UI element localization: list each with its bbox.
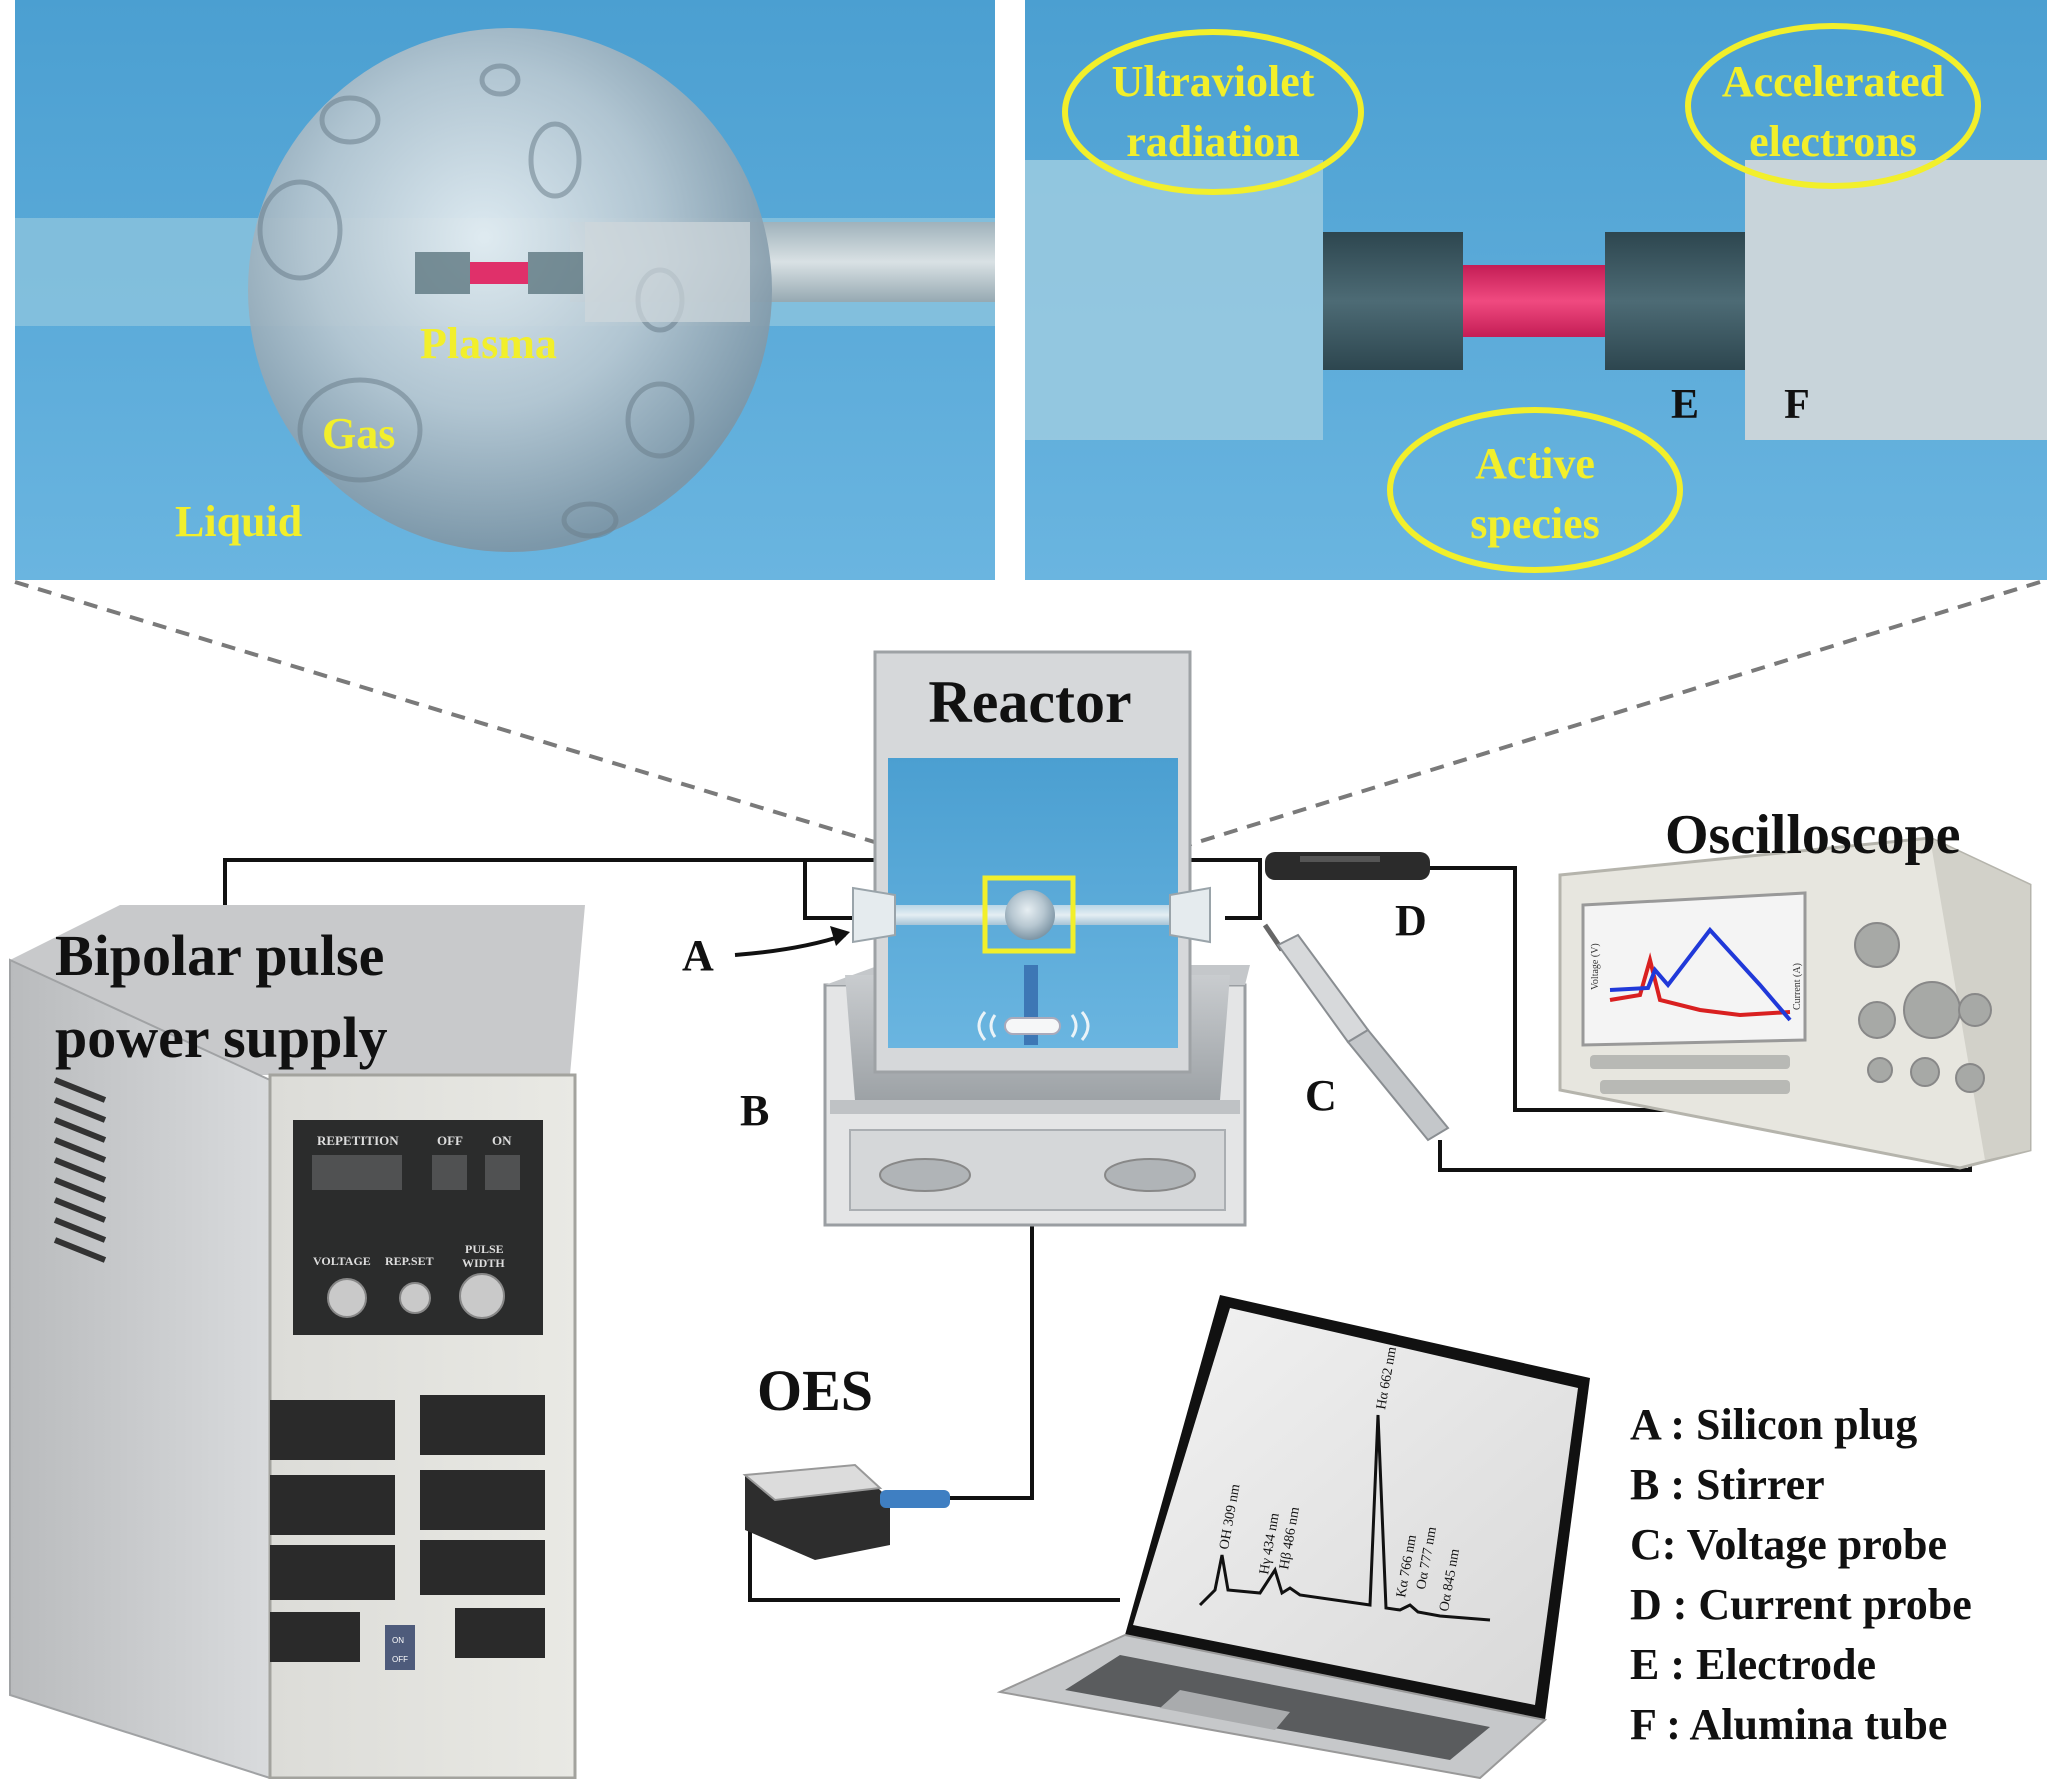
legend-item: F : Alumina tube <box>1630 1700 1948 1749</box>
tube-letter: F <box>1784 382 1810 428</box>
current-trace <box>1609 926 1792 1022</box>
oscilloscope-buttons <box>1590 1055 1790 1094</box>
legend-item: A : Silicon plug <box>1630 1400 1918 1449</box>
power-switch[interactable] <box>385 1625 415 1670</box>
vent-grilles <box>270 1395 545 1662</box>
oscilloscope-label: Oscilloscope <box>1665 804 1961 866</box>
gas-label: Gas <box>322 409 395 458</box>
off-button[interactable] <box>432 1155 467 1190</box>
species-label-line1: Active <box>1475 439 1595 488</box>
zoom-guide-lines <box>14 580 2041 882</box>
voltage-knob[interactable] <box>327 1278 367 1318</box>
stir-indicator <box>977 1011 1090 1041</box>
uv-label-line2: radiation <box>1126 117 1300 166</box>
power-supply-label-line2: power supply <box>55 1005 388 1070</box>
reactor: Reactor <box>852 650 1211 1074</box>
current-probe <box>1265 852 1430 880</box>
laptop: OH 309 nm Hγ 434 nm Hβ 486 nm Hα 662 nm … <box>996 1295 1590 1779</box>
spectrum-trace <box>1198 1414 1491 1622</box>
legend-item: D : Current probe <box>1630 1580 1972 1629</box>
gas-bubble <box>248 28 772 552</box>
electrons-highlight-ring <box>1685 23 1981 189</box>
letter-c: C <box>1305 1071 1337 1120</box>
oscilloscope-y-left-label: Voltage (V) <box>1590 943 1601 990</box>
vent-slots <box>53 1077 107 1263</box>
oscilloscope-screen <box>1581 891 1807 1047</box>
legend-item: B : Stirrer <box>1630 1460 1825 1509</box>
bubble-zoom-panel: Plasma Gas Liquid <box>15 0 995 580</box>
bubble-texture <box>257 63 695 539</box>
alumina-tube-right <box>1745 160 2047 440</box>
pulse-label: PULSE <box>465 1242 504 1256</box>
silicon-plug-left <box>852 886 896 944</box>
legend: A : Silicon plug B : Stirrer C: Voltage … <box>1630 1395 2040 1755</box>
letter-d: D <box>1395 896 1427 945</box>
electrons-label-line1: Accelerated <box>1722 57 1944 106</box>
repetition-label: REPETITION <box>317 1133 399 1148</box>
stir-bar <box>1004 1017 1061 1035</box>
oscilloscope: Voltage (V) Current (A) <box>1558 836 2032 1170</box>
width-label: WIDTH <box>462 1256 505 1270</box>
electrons-label-line2: electrons <box>1749 117 1917 166</box>
silicon-plug-arrow <box>734 933 846 957</box>
power-supply-label-line1: Bipolar pulse <box>55 923 384 988</box>
liquid-label: Liquid <box>175 497 302 546</box>
switch-on-label: ON <box>392 1636 404 1645</box>
tube-in-bubble-right <box>585 222 750 322</box>
off-label: OFF <box>437 1133 463 1148</box>
letter-b: B <box>740 1086 769 1135</box>
pulse-width-knob[interactable] <box>459 1273 505 1319</box>
plasma-small <box>470 262 528 284</box>
trackpad <box>1160 1690 1290 1730</box>
uv-label-line1: Ultraviolet <box>1112 57 1315 106</box>
electrode-letter: E <box>1671 382 1699 428</box>
plasma-channel <box>1463 265 1605 337</box>
zoom-box <box>982 875 1076 954</box>
species-highlight-ring <box>1387 407 1683 573</box>
arrow-head <box>830 926 850 946</box>
keyboard <box>1065 1655 1490 1760</box>
electrode-right-small <box>528 252 583 294</box>
power-supply: REPETITION OFF ON VOLTAGE REP.SET PULSE … <box>9 905 585 1779</box>
on-label: ON <box>492 1133 512 1148</box>
oscilloscope-knobs <box>1854 922 1992 1093</box>
electrode-right <box>1605 232 1745 370</box>
plasma-label: Plasma <box>420 319 557 368</box>
laptop-screen <box>1133 1308 1578 1705</box>
oscilloscope-y-right-label: Current (A) <box>1792 963 1803 1010</box>
letter-a: A <box>682 931 714 980</box>
bubble-small <box>1005 890 1055 940</box>
electrode-zoom-panel: Ultraviolet radiation Accelerated electr… <box>1025 0 2047 580</box>
oes-label: OES <box>757 1358 873 1423</box>
electrode-left <box>1323 232 1463 370</box>
repset-knob[interactable] <box>399 1282 431 1314</box>
on-button[interactable] <box>485 1155 520 1190</box>
reactor-label: Reactor <box>928 669 1131 735</box>
switch-off-label: OFF <box>392 1655 408 1664</box>
legend-item: C: Voltage probe <box>1630 1520 1947 1569</box>
legend-item: E : Electrode <box>1630 1640 1877 1689</box>
alumina-tube-left <box>1025 160 1323 440</box>
voltage-trace <box>1609 952 1791 1018</box>
uv-highlight-ring <box>1062 29 1364 195</box>
voltage-probe <box>1262 923 1450 1142</box>
species-label-line2: species <box>1470 499 1600 548</box>
oes-spectrometer <box>742 1463 950 1560</box>
silicon-plug-right <box>1169 886 1211 944</box>
repetition-display <box>312 1155 402 1190</box>
repset-label: REP.SET <box>385 1254 434 1268</box>
electrode-left-small <box>415 252 470 294</box>
voltage-label: VOLTAGE <box>313 1254 371 1268</box>
